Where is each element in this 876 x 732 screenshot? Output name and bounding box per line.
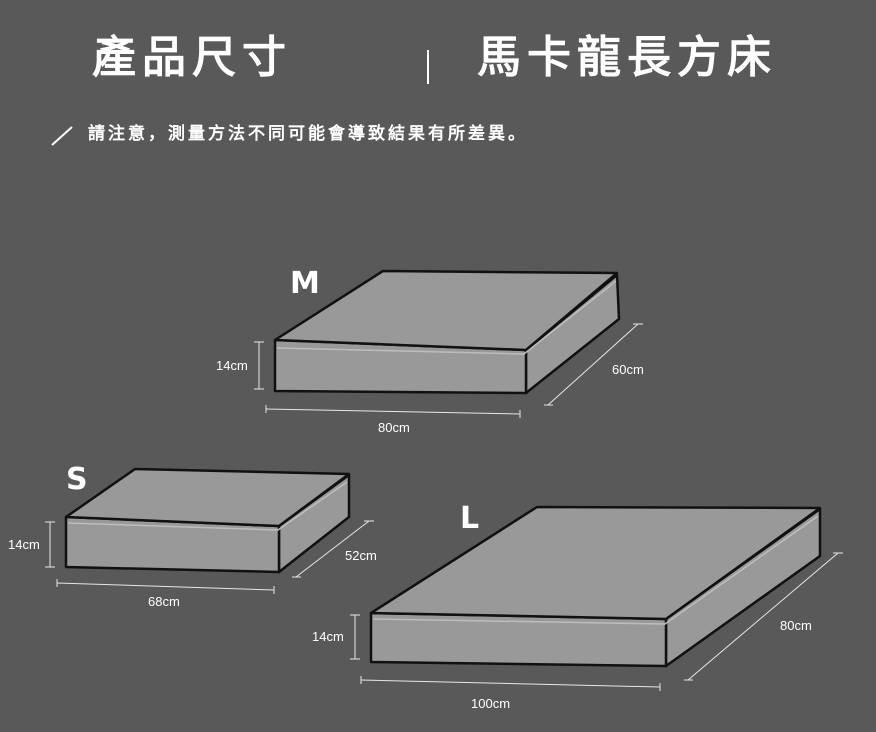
bed-s-top (64, 467, 351, 528)
size-label-l: L (460, 501, 479, 536)
bed-l-length-line (360, 679, 661, 688)
bed-l-height-label: 14cm (312, 629, 344, 644)
bed-m-height-label: 14cm (216, 358, 248, 373)
bed-l-seam (372, 515, 819, 625)
bed-m-length-line (265, 408, 521, 415)
size-label-s: S (66, 462, 88, 497)
bed-s-seam (67, 481, 348, 531)
bed-s-depth-label: 52cm (345, 548, 377, 563)
bed-l-depth-line (687, 552, 839, 681)
bed-m-seam (276, 280, 617, 355)
title-divider (427, 50, 429, 84)
bed-l-depth-label: 80cm (780, 618, 812, 633)
bed-m-length-label: 80cm (378, 420, 410, 435)
bed-s-depth-line (295, 520, 370, 578)
bed-m: M 14cm 80cm 60cm (216, 266, 644, 435)
bed-s-length-line (56, 582, 275, 591)
bed-m-depth-label: 60cm (612, 362, 644, 377)
product-size-title: 產品尺寸 (92, 32, 292, 83)
size-label-m: M (290, 266, 320, 301)
bed-l: L 14cm 100cm 80cm (312, 501, 843, 711)
bed-s-height-label: 14cm (8, 537, 40, 552)
bed-m-depth-line (547, 323, 639, 406)
bed-s: S 14cm 68cm 52cm (8, 462, 377, 609)
bed-s-length-label: 68cm (148, 594, 180, 609)
product-name-title: 馬卡龍長方床 (477, 32, 777, 83)
measurement-notice: 請注意，測量方法不同可能會導致結果有所差異。 (88, 124, 528, 144)
slash-icon (51, 126, 73, 146)
bed-l-length-label: 100cm (471, 696, 510, 711)
bed-l-top (369, 505, 822, 621)
bed-m-top (273, 269, 619, 352)
